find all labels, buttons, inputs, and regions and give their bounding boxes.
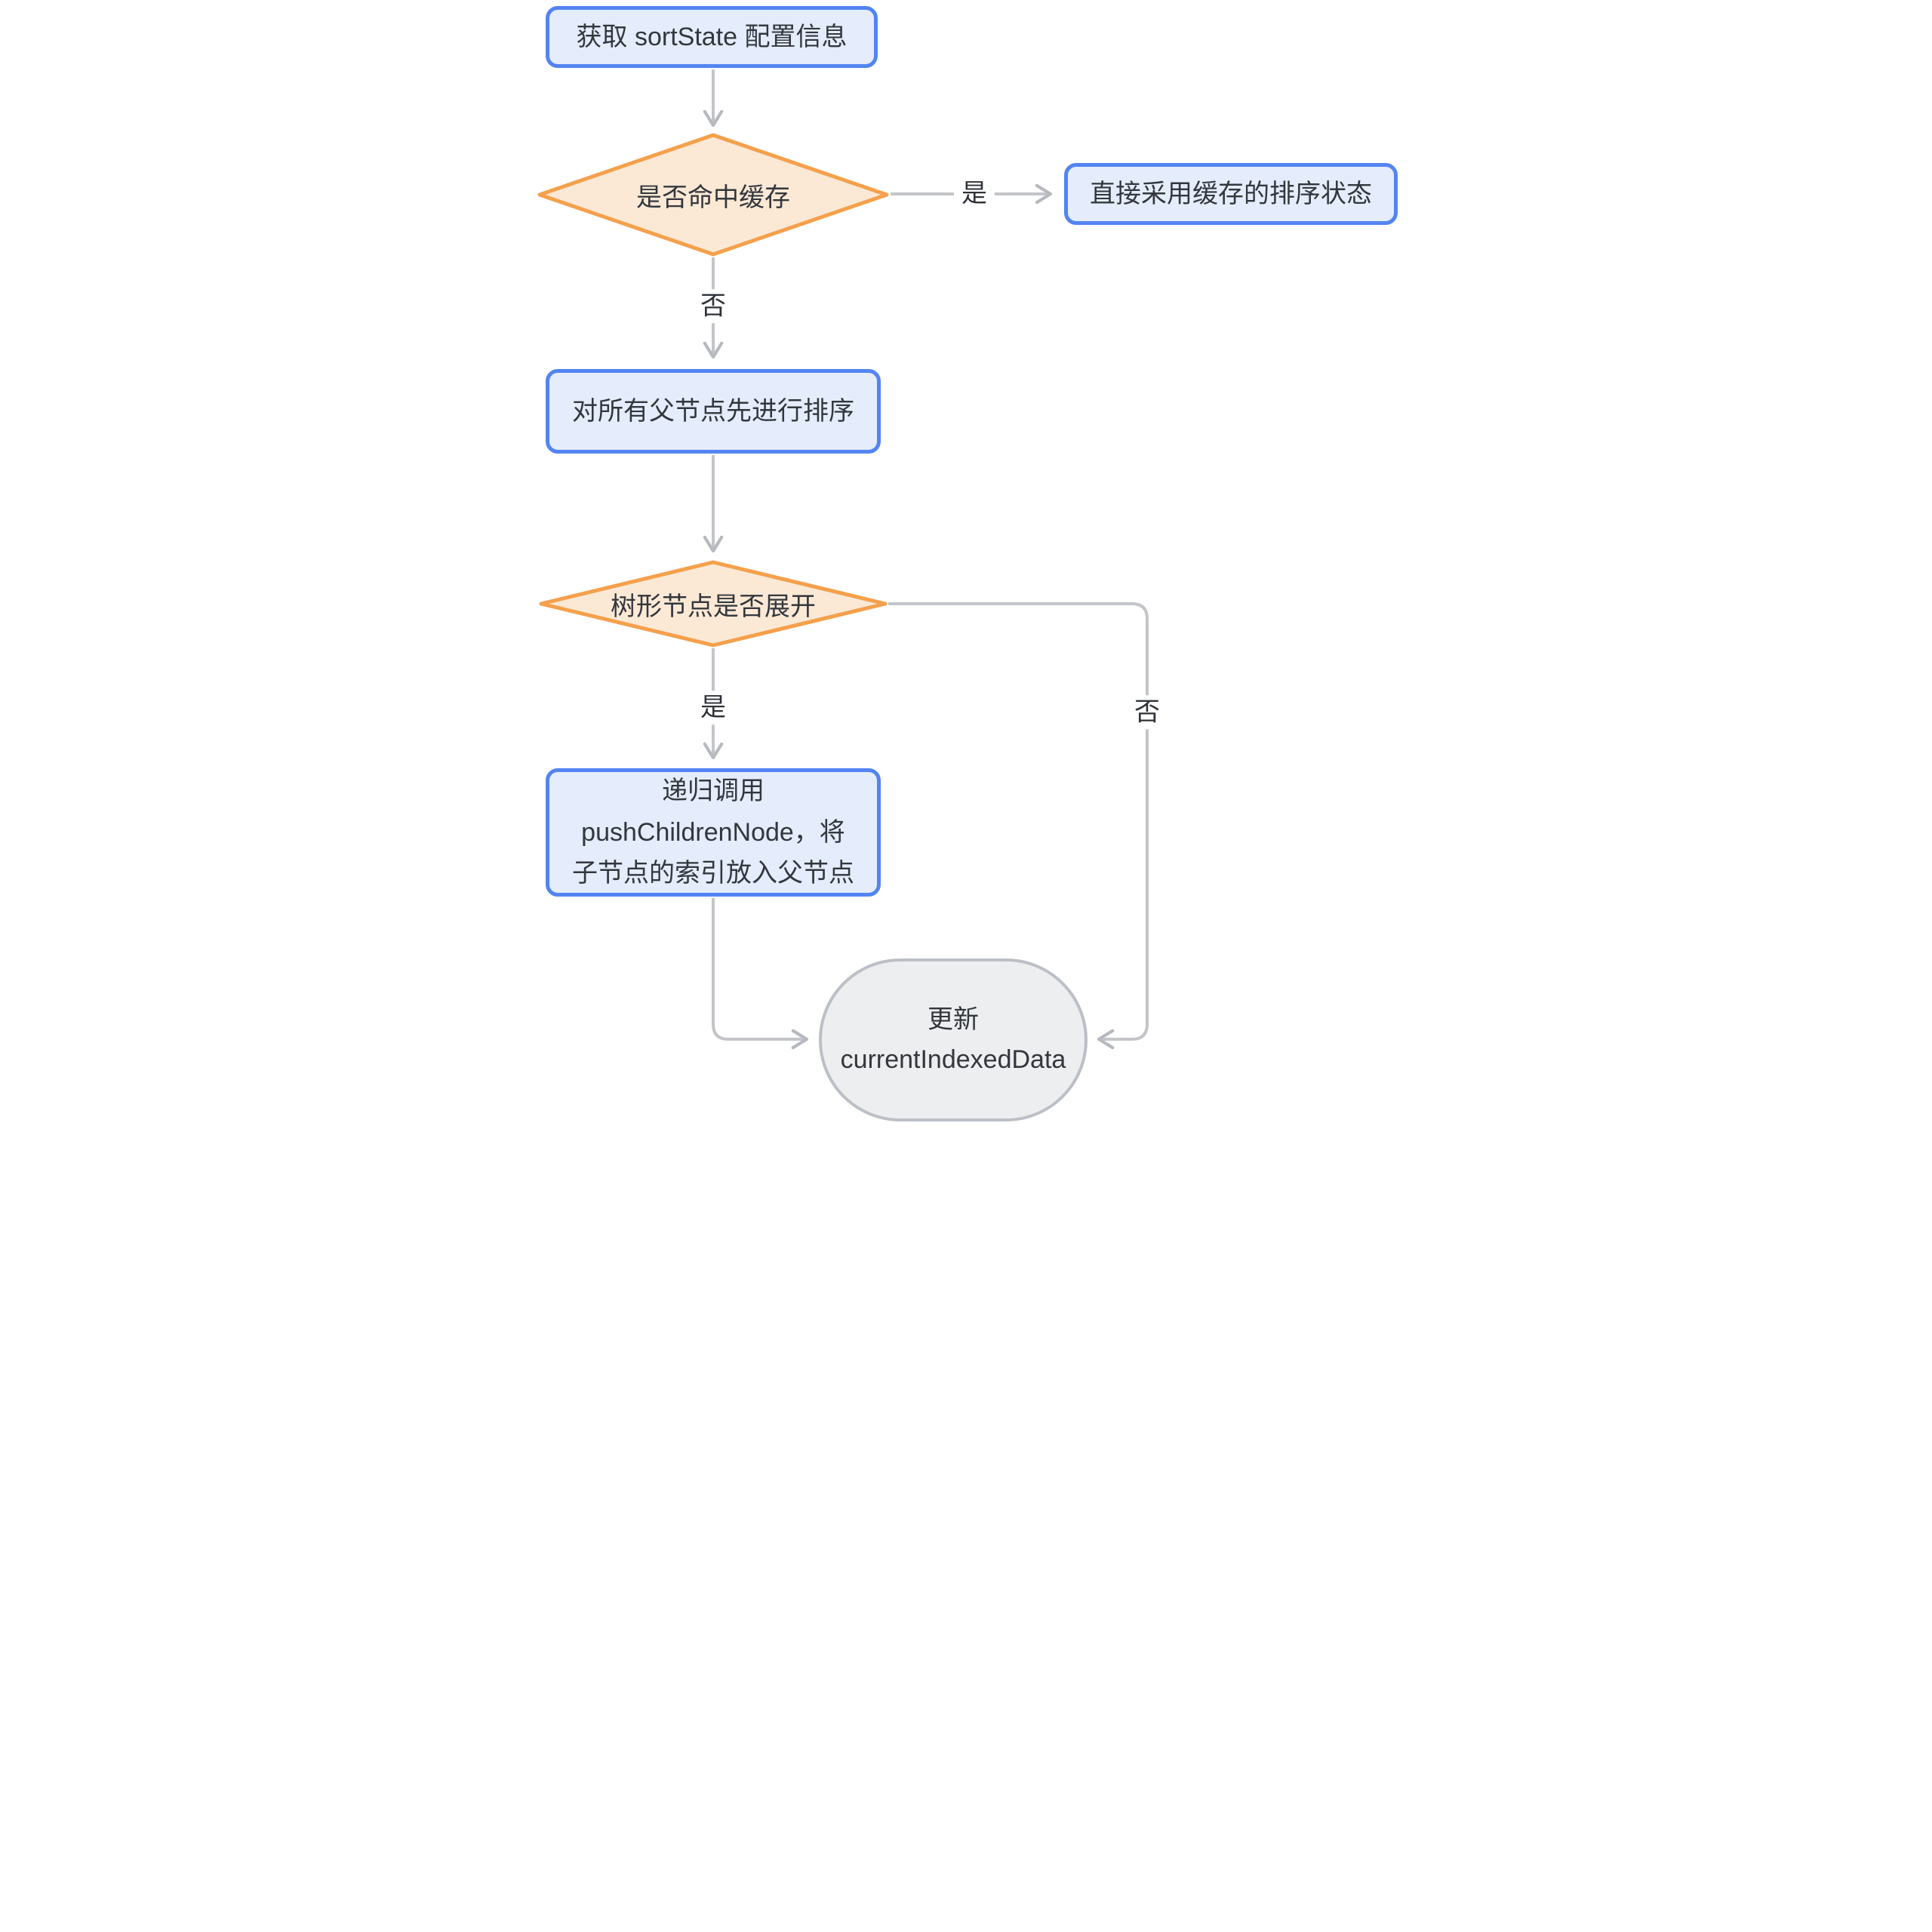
edge-label-cache-no: 否 bbox=[693, 289, 734, 324]
node-update-data: 更新 currentIndexedData bbox=[819, 958, 1088, 1121]
edge-expand-no bbox=[888, 602, 1149, 1050]
node-recursive-push-line1: 递归调用 pushChildrenNode，将 bbox=[581, 777, 845, 847]
node-start-label: 获取 sortState 配置信息 bbox=[576, 22, 848, 51]
node-recursive-push-line2: 子节点的索引放入父节点 bbox=[572, 859, 854, 888]
node-sort-parents: 对所有父节点先进行排序 bbox=[546, 369, 881, 454]
node-sort-parents-label: 对所有父节点先进行排序 bbox=[572, 396, 854, 426]
cache-decision-diamond bbox=[537, 133, 889, 257]
edge-label-cache-yes: 是 bbox=[954, 177, 995, 211]
node-start: 获取 sortState 配置信息 bbox=[546, 6, 878, 68]
edge-label-expand-yes: 是 bbox=[693, 691, 734, 725]
node-update-data-line2: currentIndexedData bbox=[840, 1045, 1066, 1074]
node-update-data-line1: 更新 bbox=[928, 1005, 979, 1035]
node-use-cache-label: 直接采用缓存的排序状态 bbox=[1090, 179, 1372, 208]
node-recursive-push: 递归调用 pushChildrenNode，将 子节点的索引放入父节点 bbox=[546, 768, 881, 897]
expand-decision-diamond bbox=[539, 560, 888, 648]
edge-label-expand-no: 否 bbox=[1127, 695, 1168, 730]
node-use-cache: 直接采用缓存的排序状态 bbox=[1064, 163, 1398, 225]
edge-recursive-to-update bbox=[712, 898, 809, 1050]
